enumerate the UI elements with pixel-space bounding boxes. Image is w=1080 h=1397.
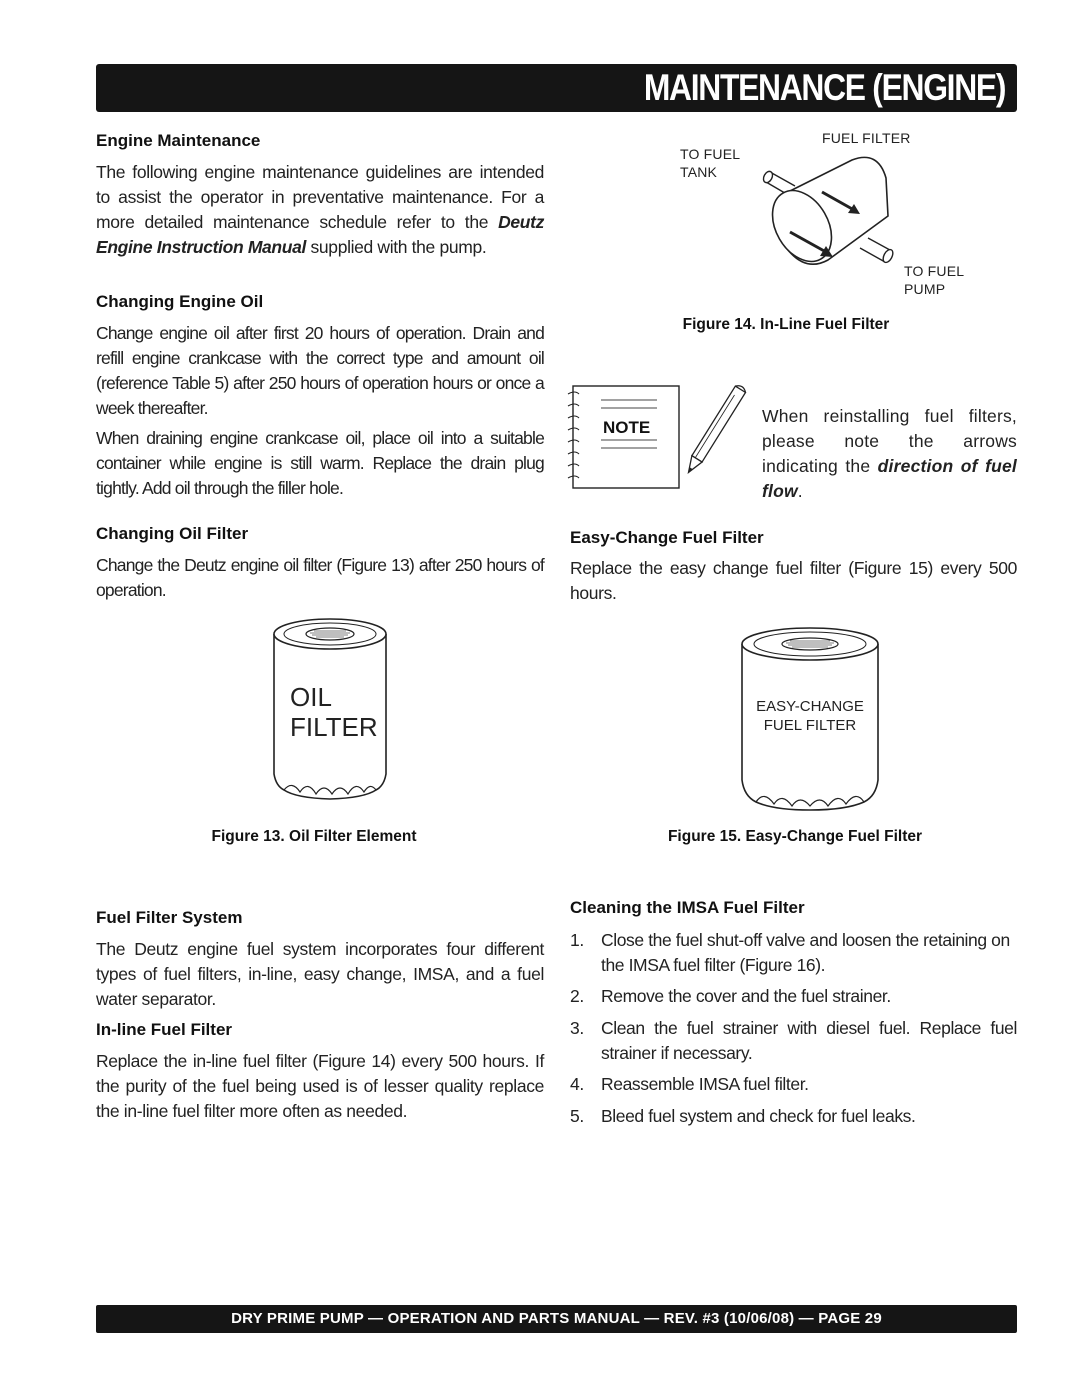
changing-engine-oil-paragraph-1: Change engine oil after first 20 hours o… <box>96 323 545 418</box>
oil-filter-illustration <box>262 614 400 804</box>
step-number: 2. <box>570 986 584 1006</box>
changing-oil-filter-paragraph: Change the Deutz engine oil filter (Figu… <box>96 555 545 600</box>
inline-fuel-filter-illustration <box>740 150 910 280</box>
heading-changing-engine-oil: Changing Engine Oil <box>96 292 264 311</box>
easy-change-label-line-1: EASY-CHANGE <box>756 698 864 715</box>
note-emphasis: direction of fuel flow <box>762 456 1017 501</box>
footer-text: DRY PRIME PUMP — OPERATION AND PARTS MAN… <box>231 1310 882 1327</box>
easy-change-label-line-2: FUEL FILTER <box>763 717 857 734</box>
label-to-fuel-tank-line-2: TANK <box>680 164 718 180</box>
list-item: 5. Bleed fuel system and check for fuel … <box>570 1104 1017 1129</box>
step-number: 4. <box>570 1074 584 1094</box>
inline-fuel-filter-paragraph: Replace the in-line fuel filter (Figure … <box>96 1051 544 1121</box>
step-text: Close the fuel shut-off valve and loosen… <box>601 930 1010 975</box>
step-number: 1. <box>570 930 584 950</box>
note-text-1: When reinstalling fuel filters, please n… <box>762 406 1017 476</box>
list-item: 2. Remove the cover and the fuel straine… <box>570 984 1017 1009</box>
step-number: 5. <box>570 1106 584 1126</box>
figure-14-caption: Figure 14. In-Line Fuel Filter <box>682 316 890 333</box>
notepad-icon <box>567 385 747 489</box>
heading-fuel-filter-system: Fuel Filter System <box>96 908 243 927</box>
pencil-icon <box>687 385 747 474</box>
step-number: 3. <box>570 1018 584 1038</box>
list-item: 4. Reassemble IMSA fuel filter. <box>570 1072 1017 1097</box>
note-badge: NOTE <box>603 418 651 437</box>
note-graphic <box>565 380 747 492</box>
label-to-fuel-pump-line-1: TO FUEL <box>904 263 965 279</box>
engine-maintenance-text-2: supplied with the pump. <box>306 237 487 257</box>
heading-cleaning-imsa: Cleaning the IMSA Fuel Filter <box>570 898 805 917</box>
step-text: Clean the fuel strainer with diesel fuel… <box>601 1018 1017 1063</box>
engine-manual-reference: Deutz Engine Instruction Manual <box>96 212 544 257</box>
oil-filter-label-line-1: OIL <box>290 682 332 712</box>
list-item: 3. Clean the fuel strainer with diesel f… <box>570 1016 1017 1066</box>
note-paragraph: When reinstalling fuel filters, please n… <box>762 404 1017 504</box>
label-fuel-filter: FUEL FILTER <box>822 130 911 146</box>
note-text-2: . <box>797 481 803 501</box>
list-item: 1. Close the fuel shut-off valve and loo… <box>570 928 1017 978</box>
heading-changing-oil-filter: Changing Oil Filter <box>96 524 249 543</box>
step-text: Bleed fuel system and check for fuel lea… <box>601 1106 916 1126</box>
fuel-filter-system-paragraph: The Deutz engine fuel system incorporate… <box>96 939 544 1009</box>
page-title: MAINTENANCE (ENGINE) <box>643 67 1007 108</box>
engine-maintenance-paragraph: The following engine maintenance guideli… <box>96 160 544 260</box>
heading-easy-change-fuel-filter: Easy-Change Fuel Filter <box>570 528 764 547</box>
changing-engine-oil-paragraph-2: When draining engine crankcase oil, plac… <box>96 428 545 498</box>
engine-maintenance-text-1: The following engine maintenance guideli… <box>96 162 544 232</box>
step-text: Reassemble IMSA fuel filter. <box>601 1074 809 1094</box>
easy-change-paragraph: Replace the easy change fuel filter (Fig… <box>570 558 1017 603</box>
label-to-fuel-tank-line-1: TO FUEL <box>680 146 741 162</box>
figure-15-caption: Figure 15. Easy-Change Fuel Filter <box>667 828 923 845</box>
step-text: Remove the cover and the fuel strainer. <box>601 986 891 1006</box>
label-to-fuel-pump-line-2: PUMP <box>904 281 946 297</box>
flow-arrow-icon <box>789 190 860 257</box>
oil-filter-label-line-2: FILTER <box>290 712 378 742</box>
heading-engine-maintenance: Engine Maintenance <box>96 131 261 150</box>
easy-change-filter-illustration <box>732 624 888 814</box>
header-bar: MAINTENANCE (ENGINE) <box>96 64 1017 112</box>
footer-bar: DRY PRIME PUMP — OPERATION AND PARTS MAN… <box>96 1305 1017 1333</box>
heading-inline-fuel-filter: In-line Fuel Filter <box>96 1020 233 1039</box>
figure-13-caption: Figure 13. Oil Filter Element <box>211 828 417 845</box>
